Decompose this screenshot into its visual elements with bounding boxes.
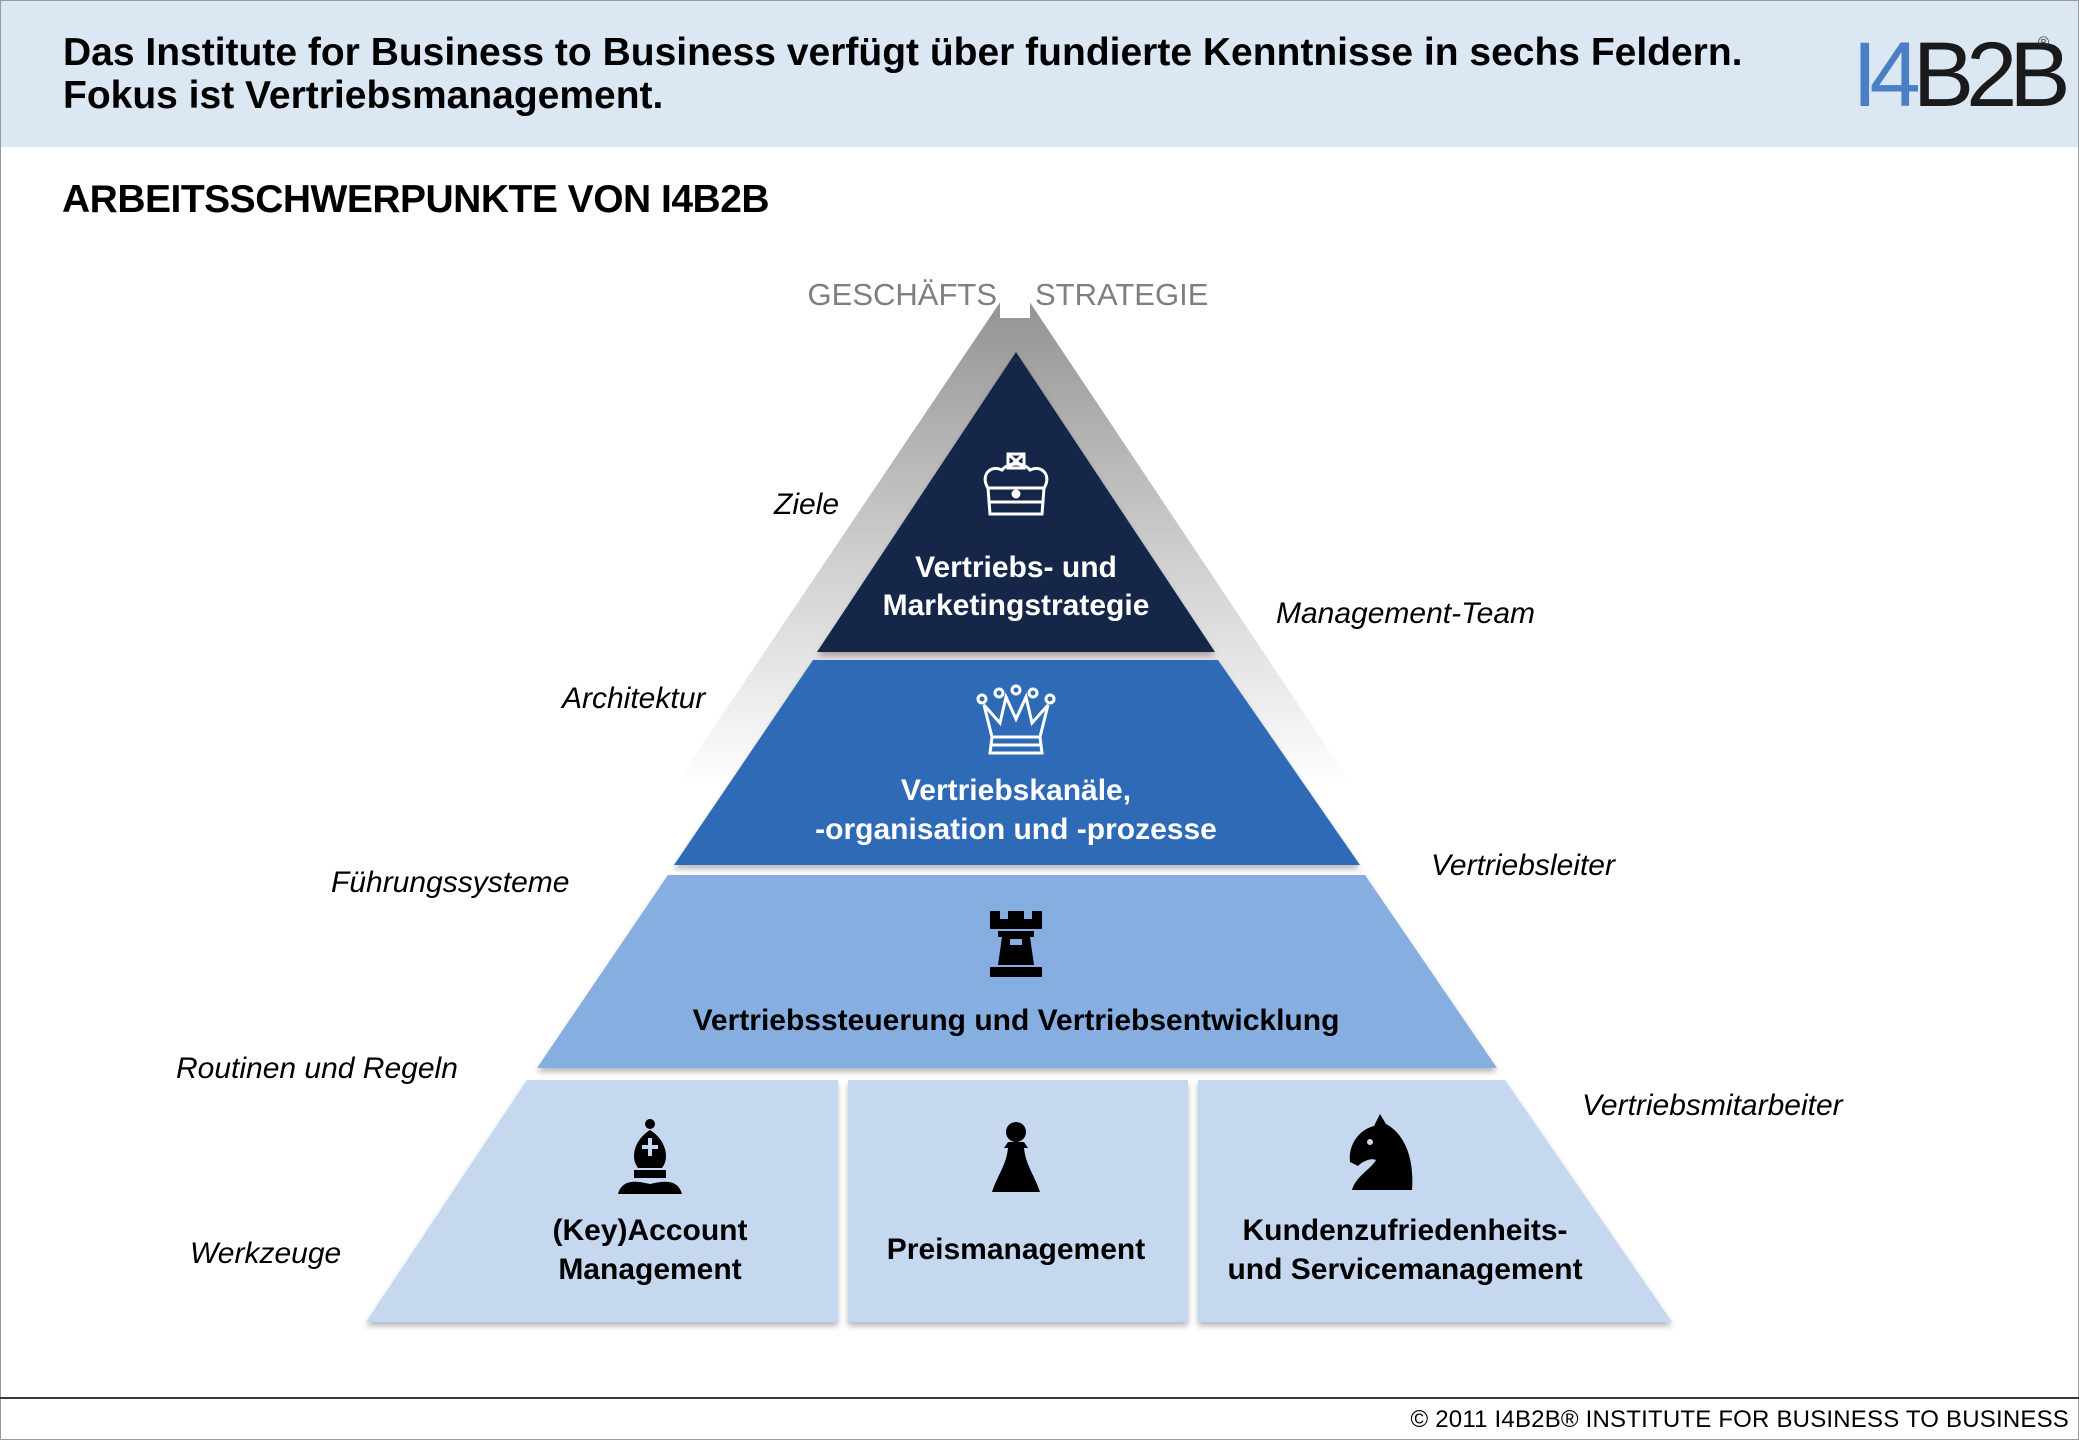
left-label-ziele: Ziele <box>774 488 840 521</box>
left-label-architektur: Architektur <box>562 682 706 715</box>
left-label-fuehrungssysteme: Führungssysteme <box>331 866 570 899</box>
level3-label: Vertriebssteuerung und Vertriebsentwickl… <box>693 1004 1340 1037</box>
left-label-werkzeuge: Werkzeuge <box>190 1237 342 1270</box>
chess-pawn-icon <box>992 1122 1040 1192</box>
footer-copyright: © 2011 I4B2B® INSTITUTE FOR BUSINESS TO … <box>1410 1406 2069 1433</box>
level2-line2: -organisation und -prozesse <box>815 813 1217 846</box>
level4-right-line2: und Servicemanagement <box>1227 1253 1582 1286</box>
logo-registered-mark: ® <box>2038 34 2050 51</box>
level1-line2: Marketingstrategie <box>883 589 1150 622</box>
pyramid-level-4-right <box>1198 1080 1672 1322</box>
level4-right-line1: Kundenzufriedenheits- <box>1242 1214 1567 1247</box>
level4-middle-line1: Preismanagement <box>887 1233 1145 1266</box>
footer-divider <box>0 1397 2079 1399</box>
level4-left-line1: (Key)Account <box>552 1214 747 1247</box>
right-label-vertriebsleiter: Vertriebsleiter <box>1431 849 1615 882</box>
pyramid-diagram: GESCHÄFTS STRATEGIE <box>366 268 1672 1322</box>
chess-rook-icon <box>990 911 1042 977</box>
apex-label-left: GESCHÄFTS <box>808 277 997 312</box>
level2-line1: Vertriebskanäle, <box>901 774 1131 807</box>
chess-bishop-icon <box>618 1119 682 1194</box>
apex-label-right: STRATEGIE <box>1035 277 1208 312</box>
pyramid-level-4-middle <box>848 1080 1188 1322</box>
right-label-vertriebsmitarbeiter: Vertriebsmitarbeiter <box>1582 1089 1843 1122</box>
pyramid-level-4-left <box>366 1080 838 1322</box>
level1-line1: Vertriebs- und <box>915 551 1117 584</box>
chess-knight-icon <box>1349 1114 1413 1190</box>
apex-gap <box>1000 268 1030 318</box>
i4b2b-logo: I4B2B <box>1852 24 2071 126</box>
right-label-management-team: Management-Team <box>1276 597 1536 630</box>
left-label-routinen: Routinen und Regeln <box>176 1052 458 1085</box>
header-banner: Das Institute for Business to Business v… <box>1 1 2078 147</box>
header-title: Das Institute for Business to Business v… <box>63 31 1743 117</box>
chess-king-icon <box>983 452 1049 516</box>
pyramid-level-2 <box>674 660 1360 865</box>
section-title: ARBEITSSCHWERPUNKTE VON I4B2B <box>62 178 770 221</box>
chess-queen-icon <box>976 684 1056 755</box>
level4-left-line2: Management <box>558 1253 741 1286</box>
